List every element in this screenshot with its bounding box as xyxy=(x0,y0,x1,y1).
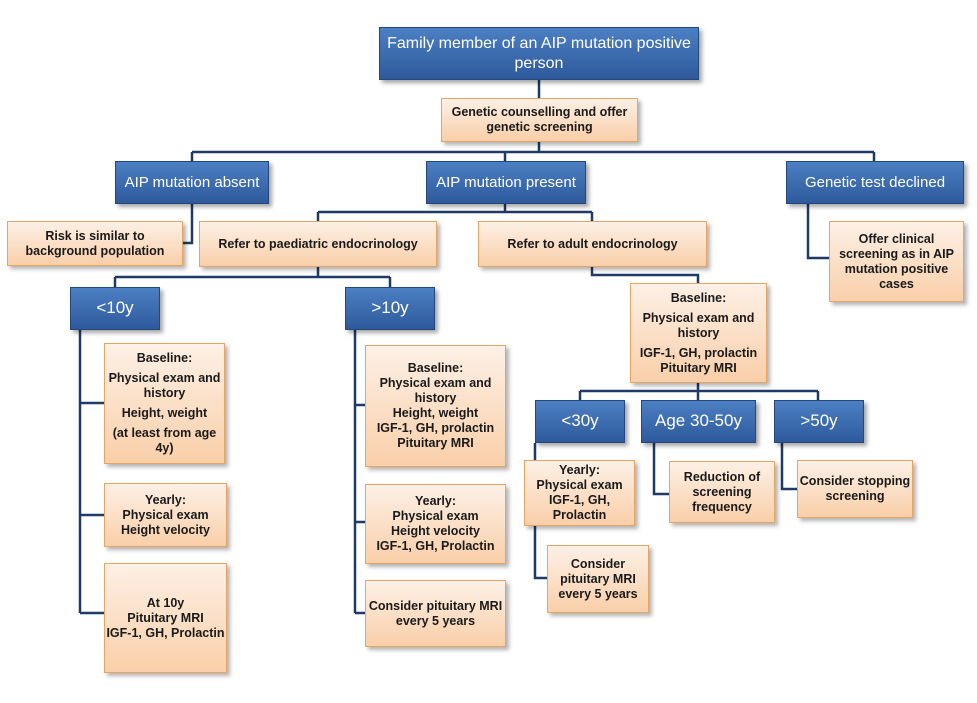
under-10y-yearly-line: Height velocity xyxy=(121,522,210,537)
mutation-present-node: AIP mutation present xyxy=(426,161,586,204)
adult-baseline-title: Baseline: xyxy=(670,290,727,305)
adult-node-text: Refer to adult endocrinology xyxy=(507,236,678,251)
over-10y-baseline-line: Height, weight xyxy=(392,406,479,420)
under-30y-yearly-line: IGF-1, GH, Prolactin xyxy=(548,493,611,522)
age-30-50-node: Age 30-50y xyxy=(641,400,756,443)
over-10y-yearly-node: Yearly: Physical exam Height velocity IG… xyxy=(365,484,506,564)
adult-baseline-line: Physical exam and history xyxy=(642,310,755,340)
risk-node: Risk is similar to background population xyxy=(7,221,183,266)
risk-node-text: Risk is similar to background population xyxy=(25,228,165,258)
counselling-node-text: Genetic counselling and offer genetic sc… xyxy=(451,105,628,134)
reduction-node: Reduction of screening frequency xyxy=(669,461,775,523)
under-10y-at10-node: At 10y Pituitary MRI IGF-1, GH, Prolacti… xyxy=(104,563,227,673)
over-10y-yearly-line: Physical exam xyxy=(392,509,479,523)
under-30y-yearly-line: Physical exam xyxy=(536,478,623,492)
under-10y-text: <10y xyxy=(96,298,134,318)
paediatric-node: Refer to paediatric endocrinology xyxy=(199,221,437,267)
over-50y-text: >50y xyxy=(800,411,838,431)
under-10y-node: <10y xyxy=(70,287,160,330)
over-10y-baseline-line: Pituitary MRI xyxy=(397,436,474,450)
mutation-absent-node: AIP mutation absent xyxy=(115,161,269,204)
offer-screening-text: Offer clinical screening as in AIP mutat… xyxy=(839,231,954,291)
under-10y-yearly-line: Physical exam xyxy=(122,507,209,522)
over-10y-baseline-node: Baseline: Physical exam and history Heig… xyxy=(365,345,506,467)
under-10y-baseline-title: Baseline: xyxy=(136,351,193,365)
under-10y-baseline-node: Baseline: Physical exam and history Heig… xyxy=(104,343,225,464)
age-30-50-text: Age 30-50y xyxy=(655,411,742,431)
test-declined-text: Genetic test declined xyxy=(804,173,946,191)
stopping-text: Consider stopping screening xyxy=(799,474,911,503)
test-declined-node: Genetic test declined xyxy=(786,161,964,204)
root-node: Family member of an AIP mutation positiv… xyxy=(379,27,699,80)
under-10y-baseline-line: (at least from age 4y) xyxy=(112,426,217,455)
under-30y-text: <30y xyxy=(561,411,599,431)
adult-baseline-line: Pituitary MRI xyxy=(660,360,737,375)
root-node-text: Family member of an AIP mutation positiv… xyxy=(387,35,691,72)
adult-baseline-line: IGF-1, GH, prolactin xyxy=(639,345,758,360)
over-10y-mri-node: Consider pituitary MRI every 5 years xyxy=(365,580,506,647)
under-10y-baseline-line: Height, weight xyxy=(121,406,208,420)
under-10y-at10-line: IGF-1, GH, Prolactin xyxy=(106,625,225,640)
under-10y-baseline-line: Physical exam and history xyxy=(108,371,221,400)
over-10y-baseline-title: Baseline: xyxy=(407,361,464,375)
adult-node: Refer to adult endocrinology xyxy=(478,221,707,267)
under-10y-yearly-node: Yearly: Physical exam Height velocity xyxy=(104,483,227,547)
under-10y-at10-title: At 10y xyxy=(146,595,185,610)
under-10y-at10-line: Pituitary MRI xyxy=(127,610,204,625)
over-10y-node: >10y xyxy=(345,287,435,330)
over-10y-baseline-line: Physical exam and history xyxy=(379,376,492,405)
under-30y-yearly-title: Yearly: xyxy=(558,463,600,477)
paediatric-node-text: Refer to paediatric endocrinology xyxy=(218,236,418,251)
mutation-absent-text: AIP mutation absent xyxy=(124,173,260,191)
under-30y-mri-text: Consider pituitary MRI every 5 years xyxy=(558,556,638,601)
mutation-present-text: AIP mutation present xyxy=(436,173,576,191)
over-50y-node: >50y xyxy=(774,400,864,443)
under-30y-yearly-node: Yearly: Physical exam IGF-1, GH, Prolact… xyxy=(524,460,635,526)
over-10y-baseline-line: IGF-1, GH, prolactin xyxy=(376,421,495,435)
over-10y-text: >10y xyxy=(371,298,409,318)
adult-baseline-node: Baseline: Physical exam and history IGF-… xyxy=(630,283,767,383)
offer-screening-node: Offer clinical screening as in AIP mutat… xyxy=(829,221,964,302)
over-10y-yearly-line: Height velocity xyxy=(391,524,480,538)
over-10y-yearly-title: Yearly: xyxy=(414,494,456,508)
over-10y-yearly-line: IGF-1, GH, Prolactin xyxy=(376,539,495,553)
under-30y-node: <30y xyxy=(535,400,625,443)
under-30y-mri-node: Consider pituitary MRI every 5 years xyxy=(547,545,649,613)
under-10y-yearly-title: Yearly: xyxy=(144,492,186,507)
over-10y-mri-text: Consider pituitary MRI every 5 years xyxy=(368,598,503,628)
reduction-text: Reduction of screening frequency xyxy=(683,469,761,514)
counselling-node: Genetic counselling and offer genetic sc… xyxy=(441,98,638,142)
stopping-node: Consider stopping screening xyxy=(797,460,913,518)
